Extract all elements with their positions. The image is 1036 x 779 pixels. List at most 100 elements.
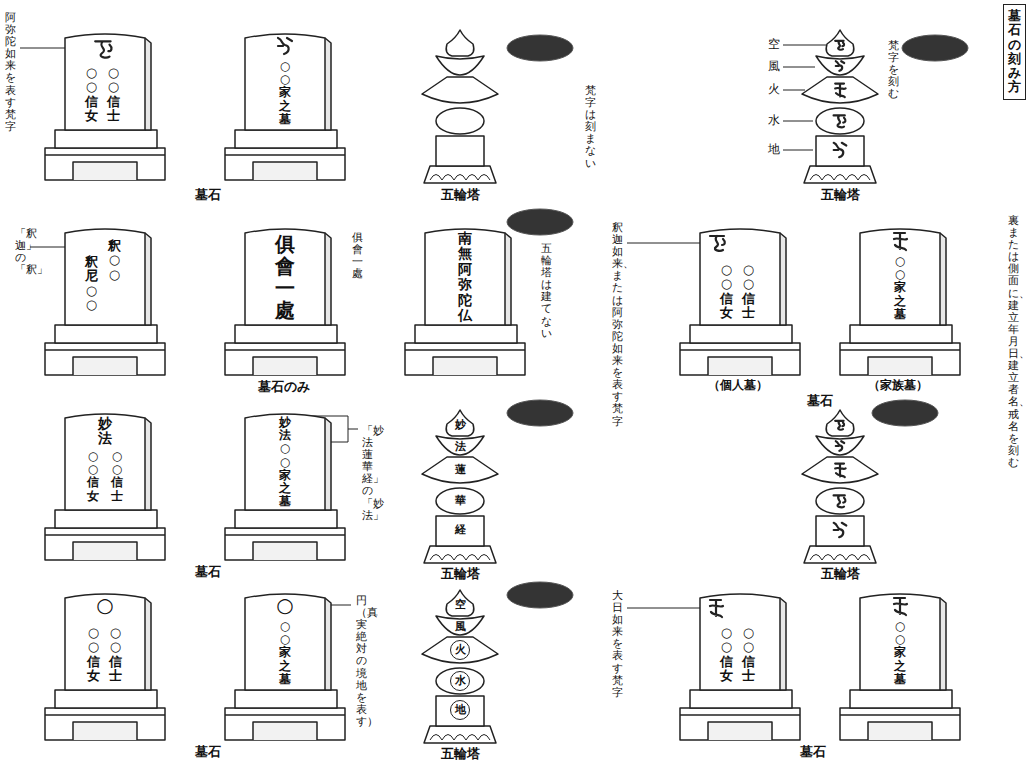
stone-slab <box>700 594 780 690</box>
inscription-text: ○○家之墓 <box>894 255 906 321</box>
bonji-glyph <box>834 143 847 157</box>
water-sphere <box>816 488 864 514</box>
title-text: 墓石の刻み方 <box>1008 9 1021 95</box>
lotus-petal <box>430 555 442 561</box>
lotus-petal <box>442 175 454 181</box>
lotus-petal <box>454 175 466 181</box>
bonji-glyph <box>834 115 846 127</box>
pagoda-pedestal <box>424 726 496 743</box>
stone-side-face <box>325 233 331 325</box>
leader-line <box>783 121 813 122</box>
stone-base-step <box>253 162 317 180</box>
inscription-text: ○ <box>95 594 115 616</box>
caption-label: 墓石 <box>807 394 833 408</box>
lotus-petal <box>846 555 858 561</box>
pagoda-character: 火 <box>455 644 466 656</box>
stone-base-edge <box>405 349 525 351</box>
pagoda-character: 妙 <box>455 419 466 431</box>
leader-line <box>627 243 706 244</box>
bonji-glyph <box>834 523 847 537</box>
stone-upper-base <box>55 325 157 343</box>
stone-upper-base <box>690 690 792 708</box>
fire-roof <box>802 457 878 483</box>
bonji-glyph <box>278 38 292 54</box>
masked-sect-name <box>507 35 573 61</box>
stone-base-edge <box>840 349 960 351</box>
stone-side-face <box>145 598 151 690</box>
lotus-petal <box>858 555 870 561</box>
annotation-note: 釈迦如来、または阿弥陀如来を表す梵字 <box>612 222 623 428</box>
caption-label: 墓石 <box>800 745 826 759</box>
annotation-note: 「妙法蓮華経」の「妙法」 <box>362 425 373 522</box>
stone-upper-base <box>235 130 337 148</box>
lotus-petal <box>858 175 870 181</box>
caption-label: 五輪塔 <box>821 567 860 581</box>
water-sphere <box>436 108 484 134</box>
stone-base-edge <box>45 534 165 536</box>
stone-base-edge <box>45 349 165 351</box>
gravestone: 釈○○釈尼○○ <box>45 225 165 375</box>
wind-crescent <box>436 616 484 635</box>
sky-jewel <box>826 410 854 436</box>
gravestone: ○○家之墓 <box>225 30 345 180</box>
stone-side-face <box>780 233 786 325</box>
annotation-note: 阿弥陀如来を表す梵字 <box>5 12 16 133</box>
lotus-petal <box>430 175 442 181</box>
character-ring <box>451 641 470 660</box>
wind-crescent <box>436 56 484 75</box>
inscription-text: ○○家之墓 <box>279 60 291 126</box>
gorinto-pagoda <box>802 410 878 563</box>
gorinto-outline <box>422 588 498 743</box>
leader-line <box>783 67 815 68</box>
stone-lower-base <box>225 148 345 180</box>
caption-label: 墓石 <box>195 188 221 202</box>
stone-slab <box>860 229 940 325</box>
annotation-note: 俱會一處 <box>352 232 363 280</box>
pagoda-character: 空 <box>455 599 466 611</box>
pagoda-character: 蓮 <box>455 464 466 476</box>
gravestone: ○○家之墓 <box>840 590 960 740</box>
annotation-note: 五輪塔は建てない <box>541 243 552 340</box>
gravestone: 俱會一處 <box>225 225 345 375</box>
stone-base-edge <box>225 714 345 716</box>
stone-base-edge <box>225 349 345 351</box>
stone-lower-base <box>225 708 345 740</box>
annotation-note: 梵字を刻む <box>888 40 899 100</box>
stone-slab <box>65 229 145 325</box>
lotus-petal <box>466 555 478 561</box>
stone-upper-base <box>690 325 792 343</box>
gravestone: ○○○家之墓 <box>225 590 345 740</box>
stone-slab <box>245 34 325 130</box>
wind-crescent <box>436 436 484 455</box>
pagoda-character: 経 <box>455 524 466 536</box>
lotus-petal <box>478 555 490 561</box>
stone-slab <box>65 34 145 130</box>
stone-lower-base <box>840 708 960 740</box>
annotation-note: 「釈迦」の「釈」 <box>15 228 26 276</box>
character-ring <box>451 672 470 691</box>
stone-base-edge <box>680 349 800 351</box>
bonji-glyph <box>835 84 845 98</box>
inscription-text: ○○信女 <box>87 626 100 683</box>
pagoda-character: 風 <box>455 621 466 633</box>
lotus-petal <box>834 175 846 181</box>
stone-slab <box>700 229 780 325</box>
inscription-text: ○○信士 <box>111 450 123 503</box>
lotus-petal <box>822 555 834 561</box>
stone-side-face <box>145 233 151 325</box>
gravestone: ○○信士○○信女 <box>45 30 165 180</box>
part-label: 地 <box>768 143 780 156</box>
stone-base-edge <box>225 154 345 156</box>
inscription-text: ○○信女 <box>87 450 99 503</box>
stone-upper-base <box>55 130 157 148</box>
gravestone: 妙法○○家之墓 <box>225 410 345 560</box>
masked-sect-name <box>872 400 938 426</box>
lotus-petal <box>466 735 478 741</box>
inscription-text: 妙法 <box>98 416 112 447</box>
stone-base-edge <box>840 714 960 716</box>
pagoda-character: 法 <box>455 441 466 453</box>
stone-side-face <box>145 418 151 510</box>
stone-upper-base <box>235 325 337 343</box>
stone-base-step <box>73 357 137 375</box>
bonji-glyph <box>710 236 725 251</box>
